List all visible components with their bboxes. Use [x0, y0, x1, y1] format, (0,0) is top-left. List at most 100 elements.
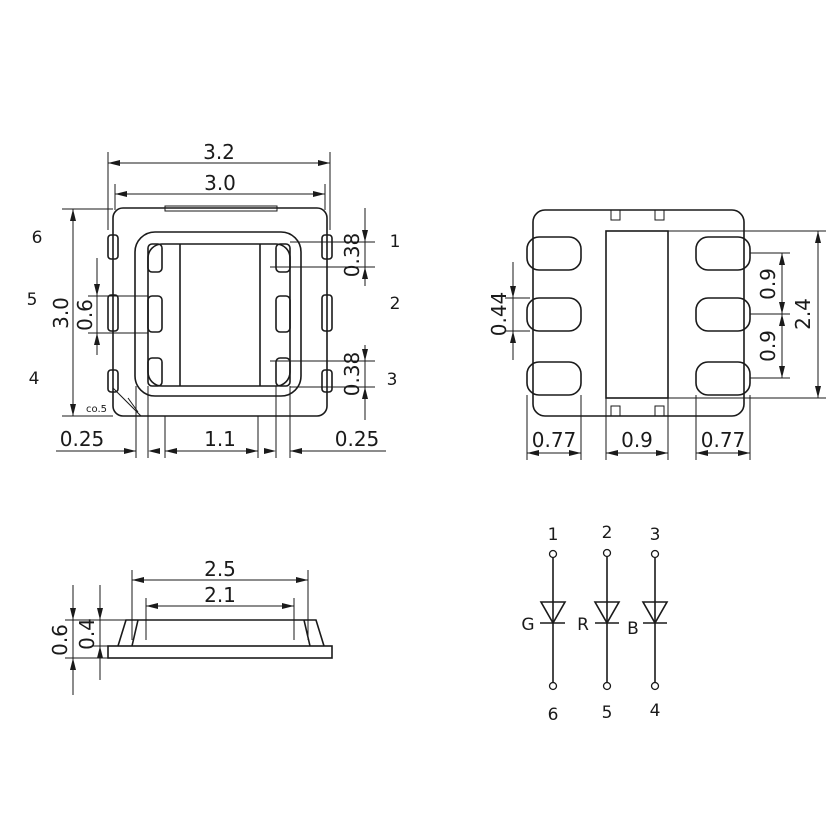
- notch: [610, 209, 621, 221]
- bottom-pad-left-3: [526, 361, 582, 396]
- arrow: [70, 658, 76, 670]
- arrow: [246, 448, 258, 454]
- pad-5: [107, 294, 119, 332]
- dim-center-pad-width: 0.9: [621, 428, 653, 452]
- arrow: [362, 349, 368, 361]
- dim-pitch-upper: 0.9: [756, 268, 780, 300]
- inner-tab-bottom-left: [147, 357, 163, 387]
- diode-label-r: R: [577, 615, 589, 635]
- arrow: [362, 230, 368, 242]
- arrow: [569, 450, 581, 456]
- dim-pitch-lower: 0.9: [756, 330, 780, 362]
- side-view-lens: [117, 619, 325, 647]
- diode-triangle: [539, 601, 567, 625]
- arrow: [815, 231, 821, 243]
- lens-frame-outer: [134, 231, 302, 397]
- bottom-pad-right-1: [695, 236, 751, 271]
- arrow: [165, 448, 177, 454]
- arrow: [779, 314, 785, 326]
- arrow: [510, 286, 516, 298]
- inner-tab-mid-right: [275, 295, 291, 333]
- center-pad: [605, 230, 669, 399]
- arrow: [362, 387, 368, 399]
- dim-pitch-top: 0.38: [340, 233, 364, 278]
- pin-label-6: 6: [32, 228, 43, 248]
- arrow: [264, 448, 276, 454]
- pad-2: [321, 294, 333, 332]
- diode-blue: [641, 549, 669, 691]
- bottom-pad-right-2: [695, 297, 751, 332]
- arrow: [108, 160, 120, 166]
- terminal-5: [602, 681, 612, 691]
- bottom-pad-left-2: [526, 297, 582, 332]
- schematic-pin-3: 3: [650, 525, 661, 545]
- dim-side-body-height: 0.4: [75, 618, 99, 650]
- arrow: [779, 253, 785, 265]
- dim-width-inner: 3.0: [204, 171, 236, 195]
- dim-pad-width-right: 0.77: [701, 428, 746, 452]
- schematic-pin-2: 2: [602, 523, 613, 543]
- dim-height: 3.0: [49, 297, 73, 329]
- arrow: [70, 404, 76, 416]
- side-view-inner-right: [303, 619, 311, 647]
- pad-3: [321, 369, 333, 393]
- pad-6: [107, 234, 119, 260]
- arrow: [282, 603, 294, 609]
- top-view: co.5 3.2 3.0 3.0 0.6 0.38: [27, 140, 401, 458]
- arrow: [738, 450, 750, 456]
- dim-pad-width-left: 0.77: [532, 428, 577, 452]
- diode-red: [593, 548, 621, 691]
- arrow: [779, 302, 785, 314]
- arrow: [362, 267, 368, 279]
- diode-triangle: [641, 601, 669, 625]
- arrow: [815, 386, 821, 398]
- arrow: [696, 450, 708, 456]
- bottom-view: 0.44 0.9 0.9 2.4 0.77: [487, 209, 826, 460]
- terminal-3: [650, 549, 660, 559]
- schematic-pin-1: 1: [548, 525, 559, 545]
- diode-green: [539, 549, 567, 691]
- pin-label-4: 4: [29, 369, 40, 389]
- arrow: [313, 191, 325, 197]
- side-view-inner-left: [131, 619, 139, 647]
- pad-1: [321, 234, 333, 260]
- notch: [654, 209, 665, 221]
- arrow: [94, 333, 100, 345]
- inner-tab-mid-left: [147, 295, 163, 333]
- arrow: [606, 450, 618, 456]
- schematic: 1 2 3 6 5 4 G R B: [521, 523, 669, 725]
- arrow: [70, 209, 76, 221]
- arrow: [146, 603, 158, 609]
- schematic-pin-4: 4: [650, 701, 661, 721]
- dim-width-outer: 3.2: [203, 140, 235, 164]
- chamfer-line: [112, 387, 142, 417]
- terminal-6: [548, 681, 558, 691]
- diode-triangle: [593, 601, 621, 625]
- arrow: [132, 577, 144, 583]
- arrow: [124, 448, 136, 454]
- arrow: [148, 448, 160, 454]
- dim-pad-height: 0.6: [73, 299, 97, 331]
- pin-label-1: 1: [390, 232, 401, 252]
- chamfer-label: co.5: [86, 404, 107, 415]
- terminal-1: [548, 549, 558, 559]
- arrow: [527, 450, 539, 456]
- schematic-pin-5: 5: [602, 703, 613, 723]
- dim-margin-right: 0.25: [335, 427, 380, 451]
- diode-label-b: B: [627, 619, 639, 639]
- dim-side-total-height: 0.6: [48, 624, 72, 656]
- diode-label-g: G: [521, 615, 534, 635]
- pad-4: [107, 369, 119, 393]
- side-view-base: [107, 645, 333, 659]
- inner-tab-bottom-right: [275, 357, 291, 387]
- terminal-4: [650, 681, 660, 691]
- inner-tab-top-right: [275, 243, 291, 273]
- arrow: [318, 160, 330, 166]
- arrow: [656, 450, 668, 456]
- notch: [654, 405, 665, 417]
- dim-total-height: 2.4: [791, 298, 815, 330]
- schematic-pin-6: 6: [548, 705, 559, 725]
- side-view: 2.5 2.1 0.6 0.4: [48, 557, 333, 695]
- bottom-pad-right-3: [695, 361, 751, 396]
- arrow: [97, 646, 103, 658]
